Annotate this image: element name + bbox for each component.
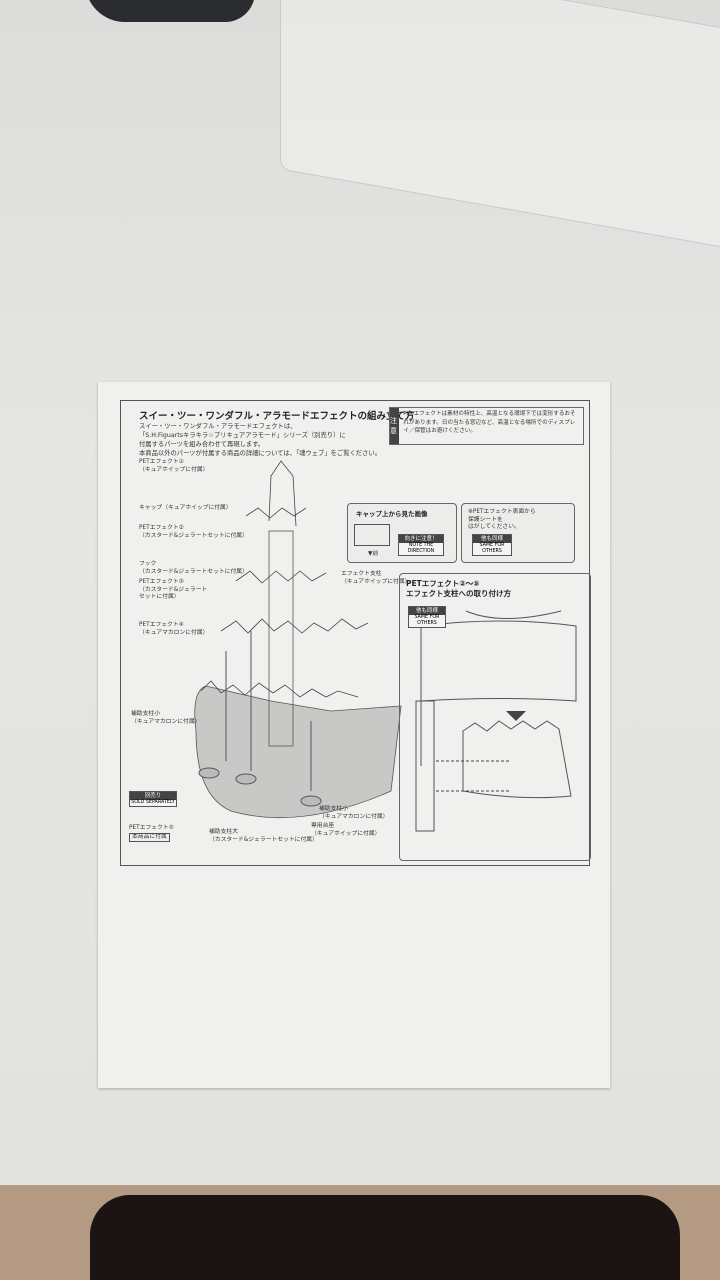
front-marker: ▼前 <box>368 551 379 557</box>
label-sub-pillar-small-2: 補助支柱小（キュアマカロンに付属） <box>319 806 389 820</box>
label-pet-effect-2: PETエフェクト②（カスタード&ジェラートセットに付属） <box>139 525 248 539</box>
intro-line: 「S.H.Figuartsキラキラ☆プリキュアアラモード」シリーズ（別売り）に <box>139 432 346 439</box>
label-pet-effect-4: PETエフェクト④（キュアマカロンに付属） <box>139 622 209 636</box>
caution-text: PETエフェクトは素材の特性上、高温となる環境下では変形するおそれがあります。日… <box>403 411 576 434</box>
label-effect-pillar: エフェクト支柱（キュアホイップに付属） <box>341 571 411 585</box>
label-sub-pillar-large: 補助支柱大（カスタード&ジェラートセットに付属） <box>209 829 318 843</box>
intro-line: 付属するパーツを組み合わせて再現します。 <box>139 441 265 448</box>
caution-tag: 注意 <box>390 408 400 444</box>
included-tag: 本商品に付属 <box>129 832 170 842</box>
cap-view-title: キャップ上から見た画像 <box>356 510 428 518</box>
cap-view-box: キャップ上から見た画像 ▼前 向きに注意！NOTE THE DIRECTION <box>347 503 457 563</box>
intro-text: スイー・ツー・ワンダフル・アラモードエフェクトは、 「S.H.Figuartsキ… <box>139 422 381 458</box>
note-direction-badge: 向きに注意！NOTE THE DIRECTION <box>398 534 444 556</box>
label-pet-effect-3: PETエフェクト③（カスタード&ジェラートセットに付属） <box>139 579 208 600</box>
label-cap: キャップ（キュアホイップに付属） <box>139 505 232 511</box>
instruction-sheet: スイー・ツー・ワンダフル・アラモードエフェクトの組み立て方 スイー・ツー・ワンダ… <box>98 382 610 1088</box>
label-pet-effect-1: PETエフェクト①（キュアホイップに付属） <box>139 459 209 473</box>
intro-line: スイー・ツー・ワンダフル・アラモードエフェクトは、 <box>139 423 297 430</box>
peel-text: ※PETエフェクト表面から保護シートをはがしてください。 <box>468 509 536 530</box>
dark-cloth <box>90 1195 680 1280</box>
label-sub-pillar-small: 補助支柱小（キュアマカロンに付属） <box>131 711 201 725</box>
computer-mouse <box>85 0 255 22</box>
label-base: 専用台座（キュアホイップに付属） <box>311 823 381 837</box>
sheet-title: スイー・ツー・ワンダフル・アラモードエフェクトの組み立て方 <box>139 411 415 422</box>
intro-line: 本商品以外のパーツが付属する商品の詳細については、「魂ウェブ」をご覧ください。 <box>139 450 381 457</box>
assembly-diagram <box>194 460 577 832</box>
caution-box: 注意 PETエフェクトは素材の特性上、高温となる環境下では変形するおそれがありま… <box>389 407 584 445</box>
cap-top-image <box>354 524 390 546</box>
instruction-frame: スイー・ツー・ワンダフル・アラモードエフェクトの組み立て方 スイー・ツー・ワンダ… <box>120 400 591 866</box>
label-hook: フック（カスタード&ジェラートセットに付属） <box>139 561 248 575</box>
